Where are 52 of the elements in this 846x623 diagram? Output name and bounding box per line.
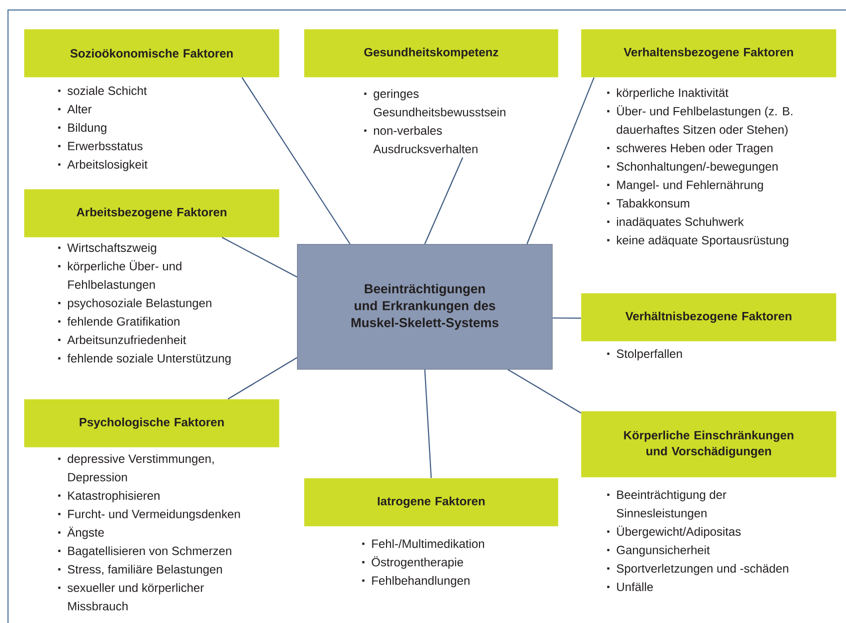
connector-line: [552, 317, 581, 319]
category-box: Sozioökonomische Faktoren: [24, 29, 280, 78]
list-item: psychosoziale Belastungen: [58, 298, 212, 310]
list-item: fehlende Gratifikation: [58, 316, 180, 326]
list-item: soziale Schicht: [58, 86, 147, 95]
category-box: Körperliche Einschränkungen und Vorschädigungen: [581, 411, 836, 478]
category-box: Arbeitsbezogene Faktoren: [24, 189, 280, 238]
category-box: Verhältnisbezogene Faktoren: [581, 293, 836, 342]
list-item: Mangel- und Fehlernährung: [607, 180, 763, 192]
list-item: körperliche Inaktivität: [607, 88, 728, 100]
list-item: Östrogentherapie: [362, 556, 464, 569]
list-item: depressive Verstimmungen, Depression: [58, 454, 214, 484]
list-item: Gangunsicherheit: [607, 546, 710, 557]
connector-line: [242, 77, 350, 244]
center-box: Beeinträchtigungen und Erkrankungen des Muskel-Skelett-Systems: [297, 244, 553, 370]
connector-line: [526, 77, 595, 244]
list-item: schweres Heben oder Tragen: [607, 144, 772, 155]
category-box: Gesundheitskompetenz: [304, 29, 558, 78]
list-item: Erwerbsstatus: [58, 142, 142, 150]
list-item: inadäquates Schuhwerk: [607, 217, 744, 228]
list-item: Tabakkonsum: [607, 198, 690, 208]
list-item: Stress, familiäre Belastungen: [58, 564, 222, 576]
connector-line: [508, 369, 582, 414]
list-item: Fehl-/Multimedikation: [362, 539, 484, 548]
list-item: Alter: [58, 104, 92, 114]
list-item: Über- und Fehlbelastungen (z. B. dauerhaftes Sitzen oder Stehen): [607, 105, 792, 136]
list-item: Bildung: [58, 123, 106, 134]
list-item: Bagatellisieren von Schmerzen: [58, 546, 232, 558]
list-item: Unfälle: [607, 582, 653, 592]
connector-line: [222, 236, 298, 278]
list-item: keine adäquate Sportausrüstung: [607, 236, 788, 247]
list-item: Schonhaltungen/-bewegungen: [607, 162, 778, 174]
list-item: Furcht- und Vermeidungsdenken: [58, 510, 240, 521]
list-item: fehlende soziale Unterstützung: [58, 354, 231, 365]
list-item: Übergewicht/Adipositas: [607, 526, 741, 538]
category-box: Psychologische Faktoren: [24, 399, 280, 448]
list-item: Sportverletzungen und -schäden: [607, 564, 788, 576]
list-item: sexueller und körperlicher Missbrauch: [58, 583, 204, 610]
list-item: Fehlbehandlungen: [362, 576, 470, 588]
list-item: Stolperfallen: [607, 349, 682, 360]
connector-line: [424, 157, 464, 244]
list-item: Katastrophisieren: [58, 491, 160, 502]
connector-line: [424, 370, 432, 478]
list-item: Beeinträchtigung der Sinnesleistungen: [607, 490, 726, 520]
category-box: Iatrogene Faktoren: [304, 478, 558, 526]
list-item: non-verbales Ausdrucksverhalten: [364, 126, 478, 154]
list-item: Wirtschaftszweig: [58, 243, 156, 254]
category-box: Verhaltensbezogene Faktoren: [581, 29, 836, 78]
list-item: Arbeitsunzufriedenheit: [58, 335, 186, 344]
list-item: Arbeitslosigkeit: [58, 160, 148, 172]
connector-line: [228, 357, 298, 400]
list-item: Ängste: [58, 526, 104, 540]
